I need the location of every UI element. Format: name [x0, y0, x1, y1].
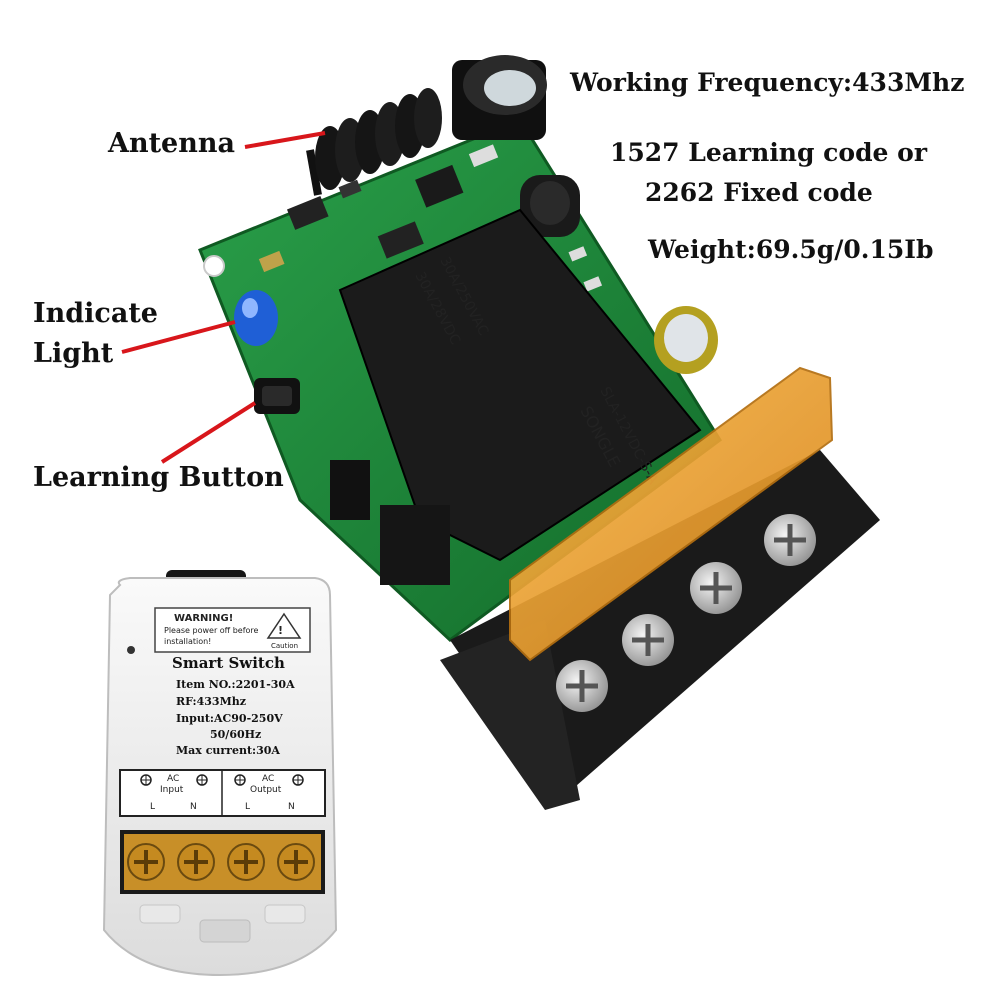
indicate-light-label-line1: Indicate: [33, 298, 158, 329]
inductor: [520, 175, 580, 237]
terminal-symbol-icon: [292, 774, 304, 786]
terminal-l-label: L: [150, 802, 155, 812]
caution-icon: [266, 612, 302, 639]
warning-text-line1: Please power off before: [164, 626, 259, 635]
ac-input-label-2: Input: [160, 785, 184, 795]
learning-button: [254, 378, 300, 414]
enclosure: !: [102, 570, 338, 977]
input-voltage: Input:AC90-250V: [176, 712, 283, 725]
learning-button-callout-line: [160, 401, 257, 464]
terminal-screw: [556, 660, 608, 712]
terminal-screw: [690, 562, 742, 614]
indicate-light-led: [234, 290, 278, 346]
code-type-line2: 2262 Fixed code: [645, 178, 873, 207]
ac-output-label: AC: [262, 774, 274, 784]
capacitor-small: [654, 306, 718, 374]
ac-input-label: AC: [167, 774, 179, 784]
callout-lines: [121, 131, 326, 464]
indicate-light-label-line2: Light: [33, 338, 114, 369]
antenna-callout-line: [244, 131, 326, 149]
warning-text-line2: installation!: [164, 637, 211, 646]
terminal-screw: [764, 514, 816, 566]
antenna-label: Antenna: [108, 128, 235, 159]
learning-button-label: Learning Button: [33, 462, 284, 493]
enclosure-screw: [127, 843, 165, 881]
connector-block: [330, 460, 370, 520]
enclosure-screw: [227, 843, 265, 881]
rf-frequency: RF:433Mhz: [176, 695, 246, 708]
enclosure-screw: [277, 843, 315, 881]
terminal-block: [440, 450, 880, 810]
capacitor-large: [452, 55, 547, 140]
svg-text:!: !: [278, 624, 283, 637]
warning-label: [154, 607, 311, 653]
terminal-n-label: N: [288, 802, 295, 812]
terminal-l-label: L: [245, 802, 250, 812]
relay: 30A/250VAC 30A/28VDC SLA-12VDC-S-A SONGL…: [338, 208, 702, 562]
working-frequency: Working Frequency:433Mhz: [570, 68, 965, 97]
terminal-screw: [622, 614, 674, 666]
antenna-coil: [306, 88, 442, 196]
max-current: Max current:30A: [176, 744, 280, 757]
terminal-symbol-icon: [234, 774, 246, 786]
caution-text: Caution: [271, 642, 298, 650]
terminal-cover: [509, 366, 834, 662]
ac-output-label-2: Output: [250, 785, 282, 795]
terminal-n-label: N: [190, 802, 197, 812]
mounting-hole: [203, 255, 225, 277]
weight-spec: Weight:69.5g/0.15Ib: [648, 235, 934, 264]
warning-title: WARNING!: [174, 613, 233, 624]
product-name: Smart Switch: [172, 654, 285, 672]
relay-base-block: [380, 505, 450, 585]
terminal-symbol-icon: [196, 774, 208, 786]
indicate-light-callout-line: [121, 320, 236, 354]
code-type-line1: 1527 Learning code or: [610, 138, 928, 167]
terminal-symbol-icon: [140, 774, 152, 786]
enclosure-led-dot: [127, 646, 135, 654]
enclosure-screw: [177, 843, 215, 881]
item-number: Item NO.:2201-30A: [176, 678, 295, 691]
input-frequency: 50/60Hz: [210, 728, 261, 741]
